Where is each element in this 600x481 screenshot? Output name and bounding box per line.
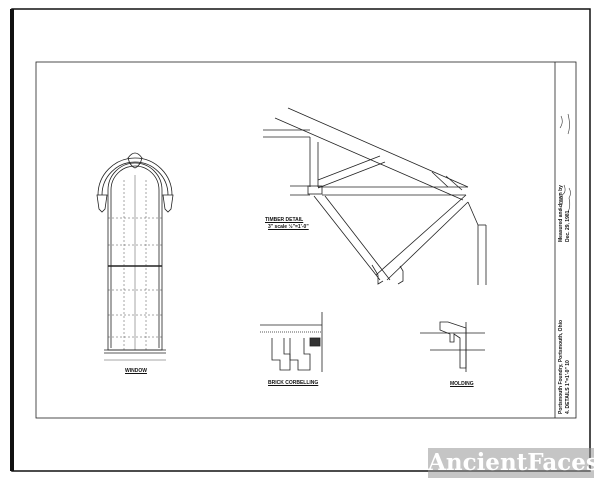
- brick-corbelling-label: BRICK CORBELLING: [268, 380, 319, 386]
- timber-detail-label: TIMBER DETAIL: [265, 217, 304, 223]
- window-drawing: [96, 152, 174, 361]
- timber-drawing: [263, 107, 487, 285]
- brick-corbelling-drawing: [260, 312, 323, 372]
- signature-2: [559, 113, 570, 135]
- signature-1: [559, 184, 571, 213]
- inner-border: [35, 61, 577, 419]
- molding-drawing: [420, 321, 485, 372]
- window-label: WINDOW: [125, 368, 147, 374]
- watermark-logo: AncientFaces: [428, 448, 599, 478]
- molding-label: MOLDING: [450, 381, 474, 387]
- timber-scale-label: 3" scale ½"=1'-0": [268, 224, 309, 230]
